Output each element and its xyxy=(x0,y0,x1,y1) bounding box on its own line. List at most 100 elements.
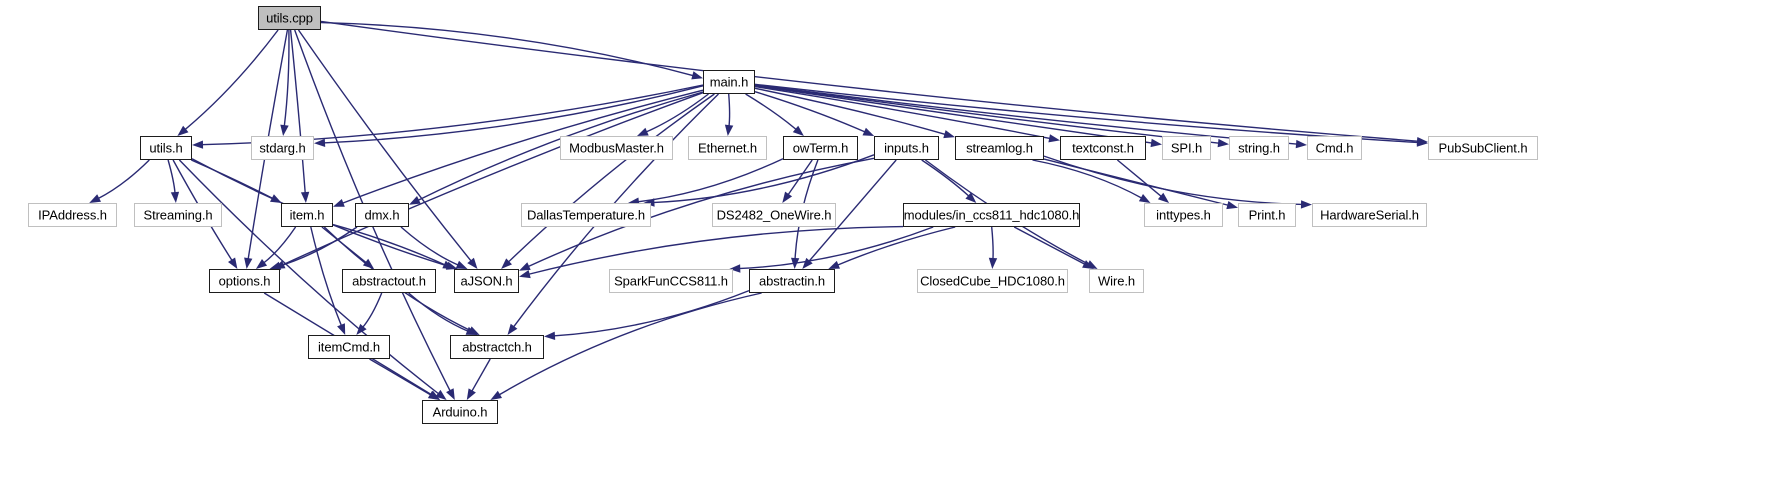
graph-edge xyxy=(289,29,306,195)
graph-node-label: abstractch.h xyxy=(462,339,532,354)
graph-node-label: item.h xyxy=(289,207,325,222)
graph-node-spi-h[interactable]: SPI.h xyxy=(1162,136,1211,160)
graph-node-arduino-h[interactable]: Arduino.h xyxy=(422,400,498,424)
graph-edge-arrowhead xyxy=(791,257,800,269)
graph-node-label: dmx.h xyxy=(364,207,400,222)
graph-node-ipaddress-h[interactable]: IPAddress.h xyxy=(28,203,117,227)
graph-node-utils-h[interactable]: utils.h xyxy=(140,136,192,160)
graph-edge-arrowhead xyxy=(490,390,502,400)
graph-node-owterm-h[interactable]: owTerm.h xyxy=(783,136,858,160)
graph-edge-arrowhead xyxy=(637,127,649,136)
graph-edge-arrowhead xyxy=(314,138,326,147)
graph-edge-arrowhead xyxy=(1150,138,1162,148)
graph-node-ethernet-h[interactable]: Ethernet.h xyxy=(688,136,767,160)
graph-node-streamlog-h[interactable]: streamlog.h xyxy=(955,136,1044,160)
graph-edge-arrowhead xyxy=(337,323,346,335)
graph-edge xyxy=(283,29,290,128)
graph-edge xyxy=(281,92,704,266)
graph-edge xyxy=(470,358,491,393)
graph-edge-arrowhead xyxy=(468,326,480,335)
graph-edge xyxy=(745,93,798,131)
graph-node-modbusmaster-h[interactable]: ModbusMaster.h xyxy=(560,136,673,160)
graph-node-pubsubclient-h[interactable]: PubSubClient.h xyxy=(1428,136,1538,160)
graph-edge-arrowhead xyxy=(467,257,478,269)
graph-edge-arrowhead xyxy=(89,194,101,203)
graph-node-options-h[interactable]: options.h xyxy=(209,269,280,293)
graph-edge xyxy=(644,93,709,134)
graph-node-label: streamlog.h xyxy=(966,140,1033,155)
graph-node-label: HardwareSerial.h xyxy=(1320,207,1419,222)
graph-edge xyxy=(754,85,1154,144)
graph-node-label: itemCmd.h xyxy=(318,339,380,354)
graph-edge xyxy=(321,226,368,264)
graph-node-ds2482-h[interactable]: DS2482_OneWire.h xyxy=(712,203,836,227)
graph-node-ajson-h[interactable]: aJSON.h xyxy=(454,269,519,293)
graph-node-label: abstractout.h xyxy=(352,273,426,288)
graph-node-closedcube-h[interactable]: ClosedCube_HDC1080.h xyxy=(917,269,1068,293)
graph-node-main-h[interactable]: main.h xyxy=(703,70,755,94)
graph-node-label: owTerm.h xyxy=(792,140,849,155)
graph-edge-arrowhead xyxy=(1048,134,1060,143)
graph-node-ccs811-h[interactable]: modules/in_ccs811_hdc1080.h xyxy=(903,203,1080,227)
graph-edge xyxy=(636,158,784,203)
graph-edge xyxy=(310,226,343,327)
graph-node-label: utils.h xyxy=(149,140,183,155)
graph-edge-arrowhead xyxy=(501,258,512,269)
graph-node-stdarg-h[interactable]: stdarg.h xyxy=(251,136,314,160)
graph-node-abstractch-h[interactable]: abstractch.h xyxy=(450,335,544,359)
graph-edge-arrowhead xyxy=(177,125,189,136)
graph-edge-arrowhead xyxy=(1217,138,1229,148)
graph-edge xyxy=(1032,159,1144,200)
graph-edge xyxy=(277,226,358,268)
graph-node-label: ClosedCube_HDC1080.h xyxy=(920,273,1065,288)
graph-node-utils-cpp[interactable]: utils.cpp xyxy=(258,6,321,30)
graph-edge-arrowhead xyxy=(965,192,977,203)
graph-node-label: Print.h xyxy=(1248,207,1286,222)
graph-node-hwserial-h[interactable]: HardwareSerial.h xyxy=(1312,203,1427,227)
graph-node-dmx-h[interactable]: dmx.h xyxy=(355,203,409,227)
graph-edge-arrowhead xyxy=(427,390,440,400)
graph-node-label: SPI.h xyxy=(1170,140,1203,155)
graph-edge xyxy=(738,226,934,270)
graph-node-wire-h[interactable]: Wire.h xyxy=(1089,269,1144,293)
graph-edge-arrowhead xyxy=(519,270,531,279)
graph-edge-arrowhead xyxy=(1226,201,1238,210)
graph-node-abstractin-h[interactable]: abstractin.h xyxy=(749,269,835,293)
graph-node-inputs-h[interactable]: inputs.h xyxy=(874,136,939,160)
graph-node-itemcmd-h[interactable]: itemCmd.h xyxy=(308,335,390,359)
graph-node-label: inttypes.h xyxy=(1156,207,1211,222)
graph-edge xyxy=(754,91,867,134)
graph-node-string-h[interactable]: string.h xyxy=(1229,136,1289,160)
graph-node-streaming-h[interactable]: Streaming.h xyxy=(134,203,222,227)
graph-node-label: PubSubClient.h xyxy=(1438,140,1528,155)
graph-edge xyxy=(1043,158,1230,207)
graph-edge-arrowhead xyxy=(691,71,703,80)
graph-node-print-h[interactable]: Print.h xyxy=(1238,203,1296,227)
graph-node-dallastemp-h[interactable]: DallasTemperature.h xyxy=(521,203,651,227)
graph-edge xyxy=(400,226,460,267)
graph-node-item-h[interactable]: item.h xyxy=(281,203,333,227)
graph-node-label: stdarg.h xyxy=(259,140,306,155)
graph-node-label: Streaming.h xyxy=(143,207,213,222)
graph-node-sparkfun-h[interactable]: SparkFunCCS811.h xyxy=(609,269,733,293)
graph-edge-arrowhead xyxy=(273,260,286,269)
graph-node-cmd-h[interactable]: Cmd.h xyxy=(1307,136,1362,160)
graph-node-abstractout-h[interactable]: abstractout.h xyxy=(342,269,436,293)
graph-node-textconst-h[interactable]: textconst.h xyxy=(1060,136,1146,160)
graph-edge xyxy=(322,85,704,144)
graph-edge-arrowhead xyxy=(428,390,441,400)
graph-edge xyxy=(191,159,275,200)
graph-node-label: string.h xyxy=(1238,140,1280,155)
graph-edge-arrowhead xyxy=(943,130,955,139)
graph-node-inttypes-h[interactable]: inttypes.h xyxy=(1144,203,1223,227)
graph-edge-arrowhead xyxy=(442,260,454,270)
graph-edge xyxy=(183,29,279,131)
graph-edge xyxy=(297,29,473,263)
graph-edge-arrowhead xyxy=(300,191,310,203)
graph-edge xyxy=(754,84,1221,144)
graph-edge-arrowhead xyxy=(1157,192,1170,203)
graph-edge-arrowhead xyxy=(435,389,447,400)
graph-edge xyxy=(262,226,297,265)
graph-node-label: utils.cpp xyxy=(266,10,313,25)
graph-edge xyxy=(507,93,715,264)
